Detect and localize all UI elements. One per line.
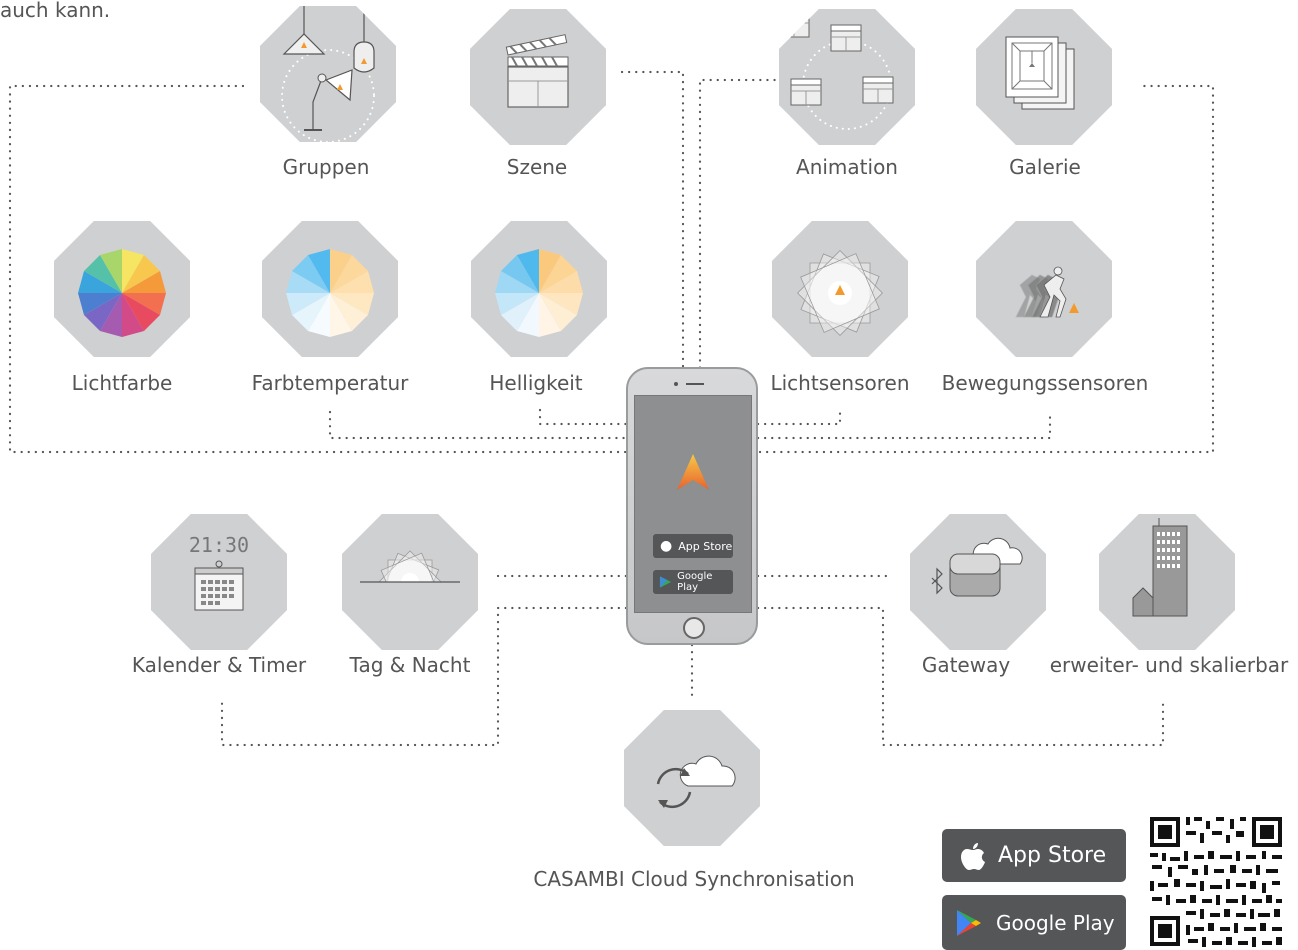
farbtemperatur-label: Farbtemperatur — [251, 371, 409, 395]
calendar-icon: 21:30 — [189, 533, 249, 611]
color-temperature-icon — [286, 249, 374, 337]
tagnacht-label: Tag & Nacht — [349, 653, 471, 677]
pendant-lamps-icon — [281, 6, 375, 142]
gallery-icon — [1005, 36, 1075, 110]
google-play-icon — [957, 909, 981, 936]
phone-google-play-badge[interactable]: Google Play — [653, 570, 733, 594]
animation-label: Animation — [796, 155, 898, 179]
phone-app-store-label: App Store — [678, 539, 733, 553]
helligkeit-octagon — [471, 221, 607, 357]
tagnacht-octagon — [342, 514, 478, 650]
qr-code — [1146, 813, 1286, 950]
szene-octagon — [470, 9, 606, 145]
galerie-octagon — [976, 9, 1112, 145]
google-play-label: Google Play — [996, 910, 1115, 935]
day-night-icon — [360, 550, 460, 622]
cloud-octagon — [624, 710, 760, 846]
clock-text: 21:30 — [189, 533, 249, 557]
cloud-sync-icon — [656, 755, 736, 809]
clapperboard-icon — [505, 34, 569, 108]
google-play-badge[interactable]: Google Play — [942, 895, 1126, 950]
cloud-label: CASAMBI Cloud Synchronisation — [533, 867, 855, 891]
phone-screen: ● App Store Google Play — [634, 395, 752, 613]
intro-text: auch kann. — [0, 0, 111, 22]
smartphone: ● App Store Google Play — [626, 367, 758, 645]
light-sensor-icon — [797, 250, 883, 336]
gateway-icon — [931, 537, 1023, 597]
apple-icon — [961, 842, 985, 870]
lichtsensoren-octagon — [772, 221, 908, 357]
bewegungssensoren-octagon — [976, 221, 1112, 357]
gruppen-label: Gruppen — [282, 155, 370, 179]
phone-google-play-label: Google Play — [677, 571, 713, 593]
animation-icon — [779, 10, 894, 130]
kalender-octagon: 21:30 — [151, 514, 287, 650]
home-button — [683, 617, 705, 639]
galerie-label: Galerie — [1009, 155, 1081, 179]
lichtfarbe-octagon — [54, 221, 190, 357]
brightness-icon — [495, 249, 583, 337]
color-wheel-icon — [78, 249, 166, 337]
gruppen-octagon — [260, 6, 396, 142]
google-play-icon — [659, 576, 672, 588]
building-icon — [1132, 518, 1188, 617]
casambi-logo-icon — [677, 454, 709, 490]
skalierbar-label: erweiter- und skalierbar — [1049, 653, 1289, 677]
farbtemperatur-octagon — [262, 221, 398, 357]
speaker-icon — [686, 383, 704, 385]
gateway-label: Gateway — [921, 653, 1011, 677]
phone-app-store-badge[interactable]: ● App Store — [653, 534, 733, 558]
motion-sensor-icon — [1015, 266, 1079, 318]
gateway-octagon — [910, 514, 1046, 650]
lichtfarbe-label: Lichtfarbe — [71, 371, 173, 395]
app-store-badge[interactable]: App Store — [942, 829, 1126, 882]
helligkeit-label: Helligkeit — [489, 371, 583, 395]
app-store-label: App Store — [998, 843, 1107, 868]
kalender-label: Kalender & Timer — [131, 653, 307, 677]
skalierbar-octagon — [1099, 514, 1235, 650]
animation-octagon — [779, 9, 915, 145]
szene-label: Szene — [506, 155, 568, 179]
bewegungssensoren-label: Bewegungssensoren — [941, 371, 1149, 395]
camera-icon — [674, 382, 678, 386]
apple-icon: ● — [660, 538, 673, 554]
lichtsensoren-label: Lichtsensoren — [770, 371, 910, 395]
